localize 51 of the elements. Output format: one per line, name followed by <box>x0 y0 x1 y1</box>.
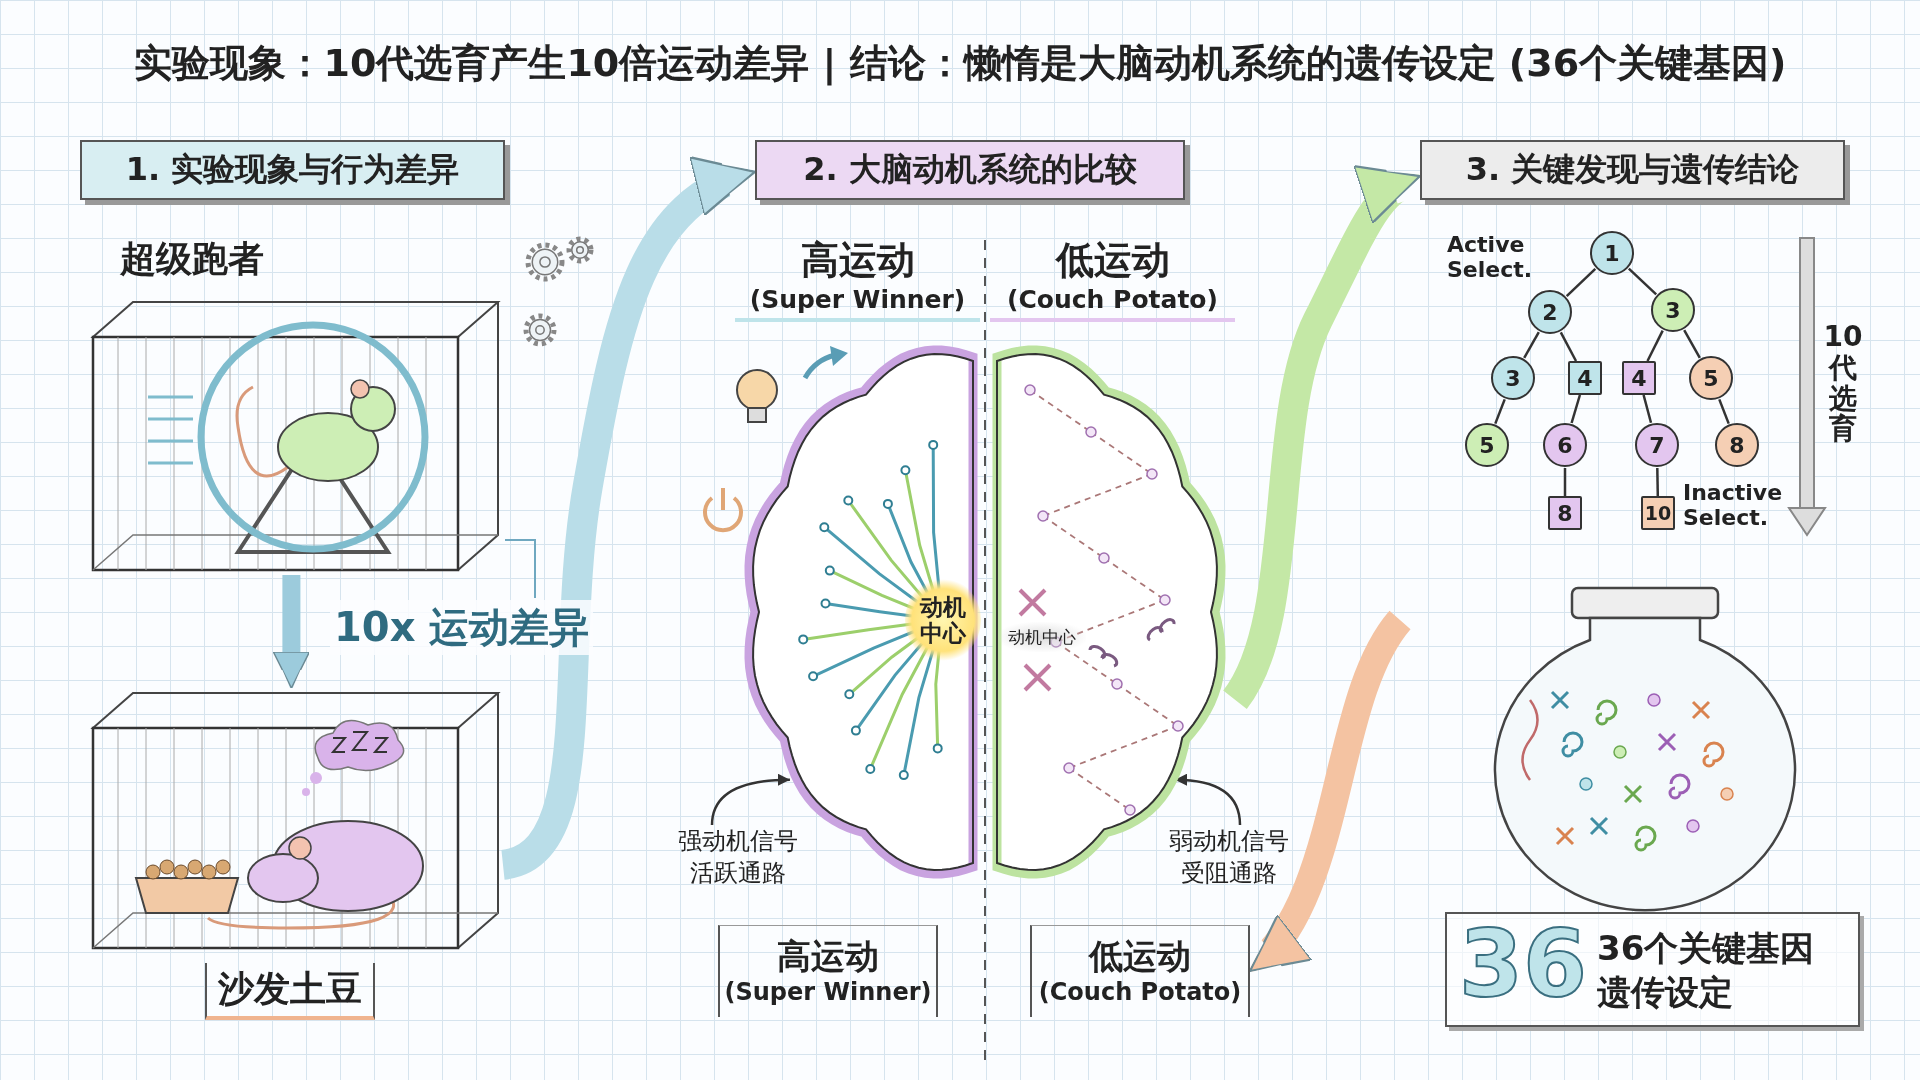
box-heading: 低运动 <box>1087 935 1192 978</box>
callout-text: 弱动机信号受阻通路 <box>1163 825 1295 901</box>
callout-text: 强动机信号活跃通路 <box>668 825 808 901</box>
tree-line <box>1570 394 1582 424</box>
generation-square: 10 <box>1641 496 1675 530</box>
tree-line <box>1563 468 1567 496</box>
cage-heading: 超级跑者 <box>120 237 264 281</box>
generation-circle: 3 <box>1491 356 1535 400</box>
box-subheading: (Super Winner) <box>723 978 933 1006</box>
motivation-center-label: 动机中心 <box>998 622 1086 652</box>
generation-square: 4 <box>1622 361 1656 395</box>
tree-line <box>1559 331 1578 362</box>
tree-line <box>1565 268 1597 297</box>
pointer-arrow <box>1174 774 1242 826</box>
generation-circle: 1 <box>1590 231 1634 275</box>
column-subheading: (Super Winner) <box>735 285 980 322</box>
generation-circle: 5 <box>1689 356 1733 400</box>
vertical-text: 10代选育 <box>1822 322 1864 446</box>
selection-label: Active Select. <box>1447 232 1534 283</box>
cage-caption: 沙发土豆 <box>205 963 375 1020</box>
column-heading: 低运动 <box>1054 237 1171 284</box>
motivation-center-burst: 动机中心 <box>905 578 981 662</box>
result-box <box>718 925 938 1017</box>
column-subheading: (Couch Potato) <box>990 285 1235 322</box>
generation-circle: 7 <box>1635 423 1679 467</box>
tree-line <box>1683 329 1701 359</box>
tree-line <box>1627 267 1658 296</box>
conclusion-text: 36个关键基因遗传设定 <box>1597 927 1816 1015</box>
big-number: 36 <box>1459 910 1588 1020</box>
tree-line <box>1642 394 1653 424</box>
generation-circle: 3 <box>1651 288 1695 332</box>
flow-arrow <box>272 575 311 689</box>
selection-label: Inactive Select. <box>1683 480 1784 531</box>
generation-square: 4 <box>1568 361 1602 395</box>
tree-line <box>1646 330 1664 362</box>
tree-line <box>1656 467 1660 497</box>
result-box <box>1030 925 1250 1017</box>
box-subheading: (Couch Potato) <box>1037 978 1243 1006</box>
tree-line <box>1718 398 1730 425</box>
page-title: 实验现象：10代选育产生10倍运动差异 | 结论：懒惰是大脑动机系统的遗传设定 (36个关键基因) <box>132 40 1788 88</box>
tree-line <box>1494 398 1506 425</box>
pointer-arrow <box>710 774 790 826</box>
generation-circle: 8 <box>1715 423 1759 467</box>
column-heading: 高运动 <box>799 237 916 284</box>
box-heading: 高运动 <box>776 935 880 978</box>
generation-circle: 6 <box>1543 423 1587 467</box>
generation-circle: 2 <box>1528 290 1572 334</box>
generation-square: 8 <box>1548 496 1582 530</box>
generation-circle: 5 <box>1465 423 1509 467</box>
edge-label: 10x 运动差异 <box>330 600 594 655</box>
tree-line <box>1523 331 1540 359</box>
